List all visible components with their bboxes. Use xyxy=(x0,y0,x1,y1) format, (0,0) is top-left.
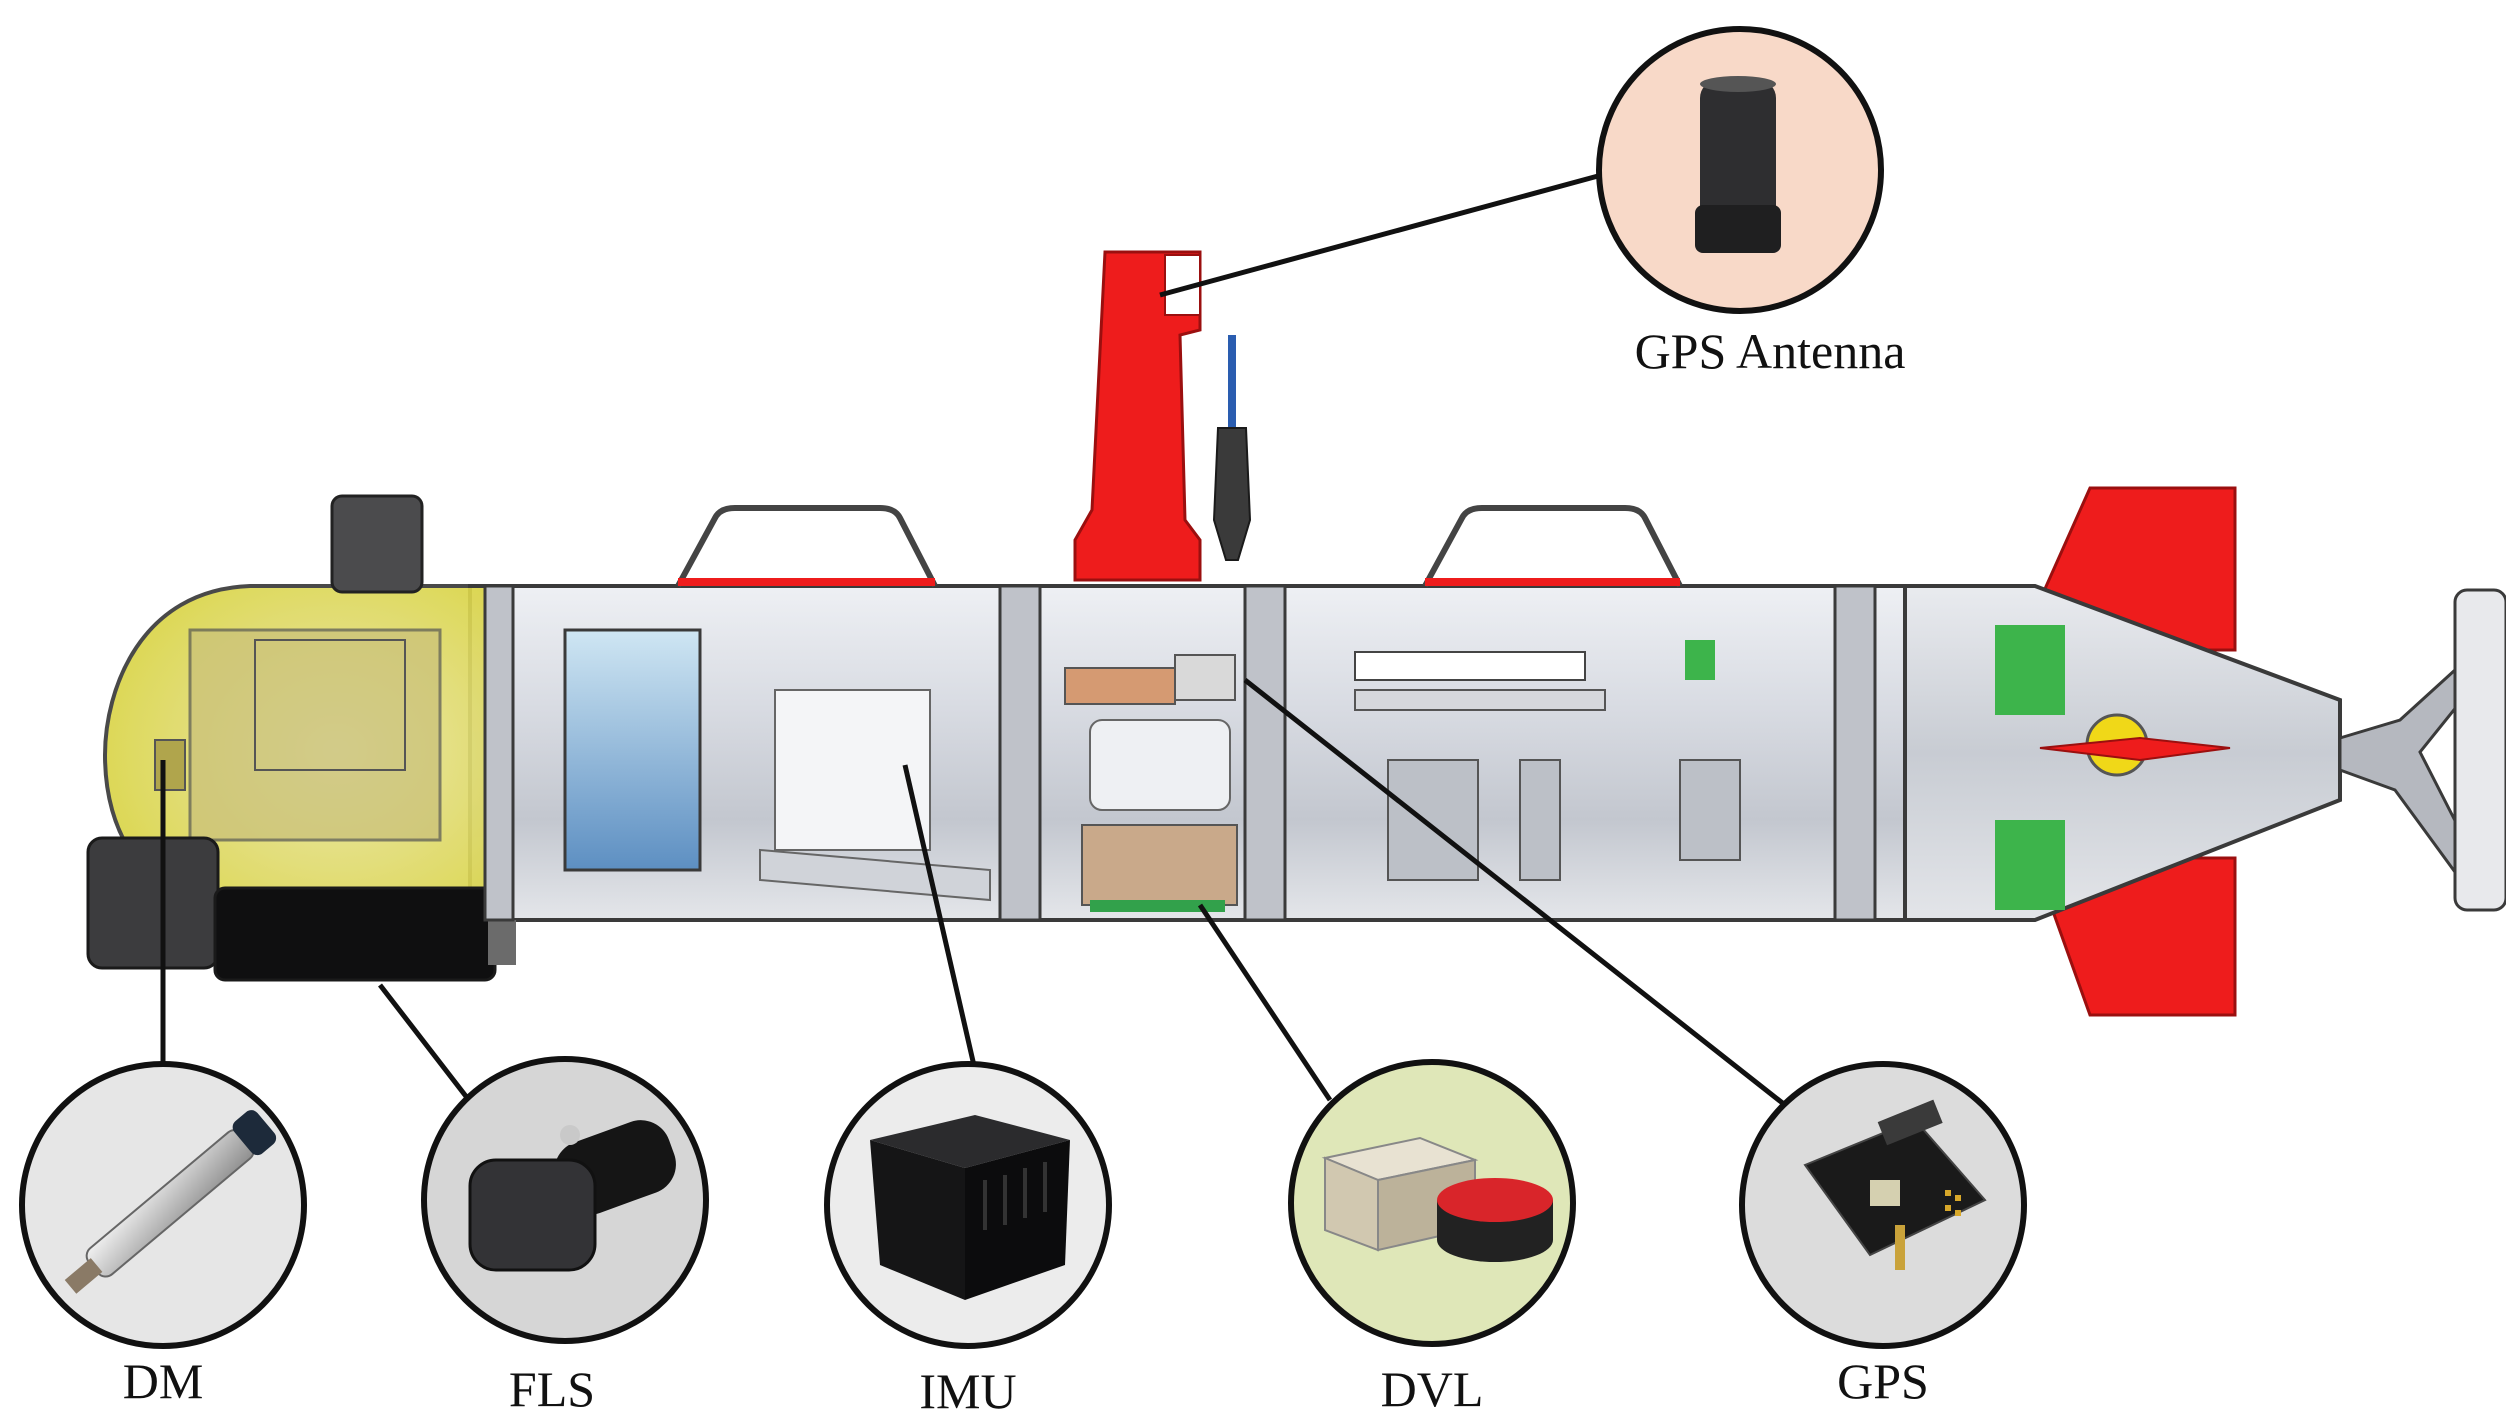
prop-hub xyxy=(2453,588,2506,912)
green-board-1 xyxy=(1685,640,1715,680)
callout-fls xyxy=(421,1056,709,1344)
rear-box-3 xyxy=(1679,759,1741,861)
bulkhead-3 xyxy=(1243,584,1287,922)
leader-fls xyxy=(378,983,477,1110)
leader-lines xyxy=(160,173,1787,1110)
bulkhead-2 xyxy=(998,584,1042,922)
handle-front-base xyxy=(678,578,935,586)
dvl-strip xyxy=(1090,900,1225,912)
callout-dvl xyxy=(1288,1059,1576,1347)
copper-module xyxy=(1064,667,1176,705)
handle-rear-base xyxy=(1425,578,1680,586)
forward-looking-sonar-icon xyxy=(468,1120,676,1272)
leader-gps xyxy=(1243,678,1787,1107)
tail-green-2 xyxy=(1995,820,2065,910)
leader-gps-antenna xyxy=(1159,173,1599,298)
tail-green-1 xyxy=(1995,625,2065,715)
leader-imu xyxy=(902,764,978,1071)
bulkhead-4 xyxy=(1833,584,1877,922)
dvl-unit xyxy=(1081,824,1238,906)
fls-body xyxy=(213,886,497,982)
fls-unit xyxy=(86,836,220,970)
rear-box-1 xyxy=(1387,759,1479,881)
label-imu: IMU xyxy=(919,1363,1017,1419)
label-fls: FLS xyxy=(508,1361,596,1417)
gps-board-icon xyxy=(1803,1099,1987,1270)
handle-front xyxy=(675,505,938,588)
leader-dvl xyxy=(1197,903,1333,1102)
gps-module-location xyxy=(1174,654,1236,701)
callout-gps xyxy=(1739,1061,2027,1349)
rear-board xyxy=(1354,689,1606,711)
handle-rear xyxy=(1422,505,1683,588)
rear-box-2 xyxy=(1519,759,1561,881)
nose-top-sensor xyxy=(330,494,424,594)
nose-internals xyxy=(188,628,442,842)
auv-body xyxy=(86,250,2506,1017)
dm-mount xyxy=(154,739,186,791)
fls-connector xyxy=(488,920,516,965)
callout-gps-antenna xyxy=(1596,26,1884,314)
doppler-velocity-log-icon xyxy=(1321,1136,1553,1262)
whip-connector xyxy=(1212,427,1252,561)
gps-antenna-icon xyxy=(1695,76,1781,253)
bulkhead-1 xyxy=(483,584,515,922)
propeller xyxy=(2338,667,2472,875)
battery-pack xyxy=(563,628,702,872)
label-dm: DM xyxy=(122,1353,204,1409)
callout-imu xyxy=(824,1061,1112,1349)
checker-board xyxy=(1354,651,1586,681)
imu-box-icon xyxy=(870,1115,1070,1300)
tail-rudder-link xyxy=(2039,736,2231,762)
depth-meter-icon xyxy=(64,1110,277,1294)
callout-dm xyxy=(19,1061,307,1349)
middle-can xyxy=(1089,719,1231,811)
label-dvl: DVL xyxy=(1380,1361,1484,1417)
label-gps: GPS xyxy=(1837,1353,1929,1409)
nose-bracket xyxy=(254,639,406,771)
label-gps-antenna: GPS Antenna xyxy=(1634,323,1906,379)
